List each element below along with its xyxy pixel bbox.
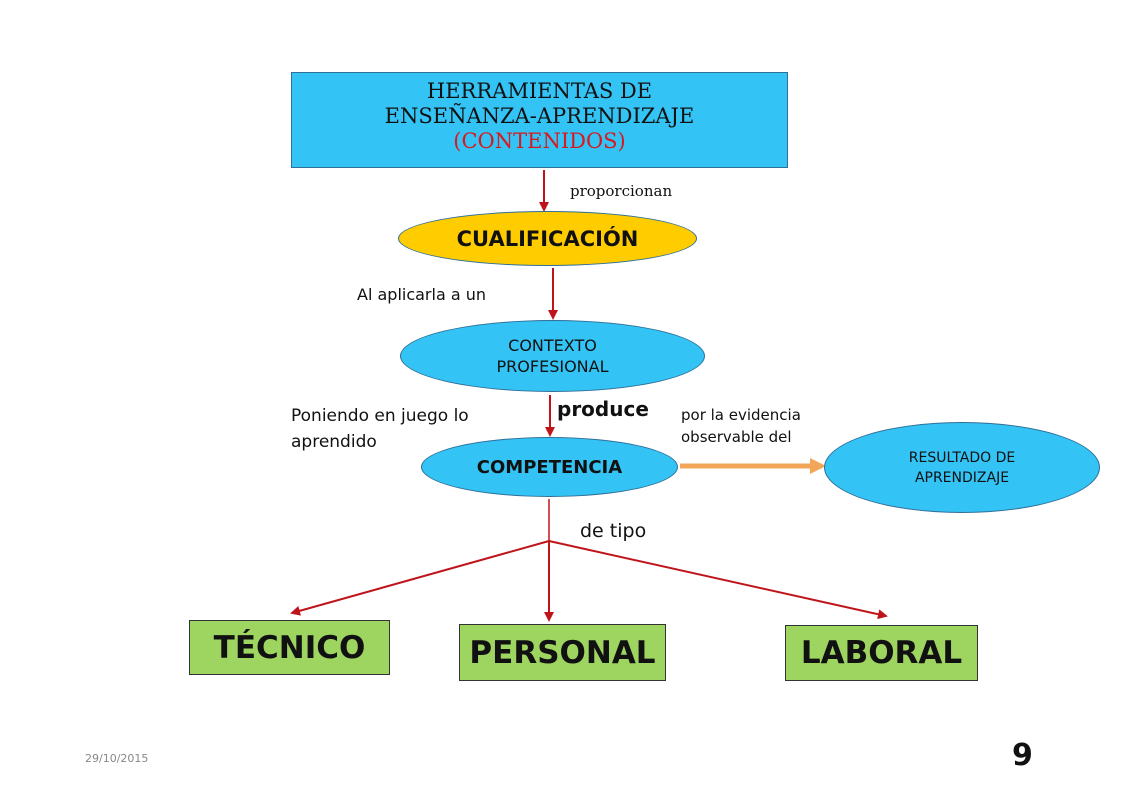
personal-label: PERSONAL xyxy=(469,634,656,671)
competencia-label: COMPETENCIA xyxy=(476,456,623,478)
herramientas-line3: (CONTENIDOS) xyxy=(453,129,626,153)
poniendo-line1: Poniendo en juego lo xyxy=(291,406,469,426)
edge-label-evidencia: por la evidencia observable del xyxy=(681,404,801,448)
node-contexto-profesional: CONTEXTO PROFESIONAL xyxy=(400,320,705,392)
contexto-line1: CONTEXTO xyxy=(508,336,597,355)
edge-label-poniendo: Poniendo en juego lo aprendido xyxy=(291,403,469,455)
edge-label-de-tipo: de tipo xyxy=(580,520,647,542)
node-laboral: LABORAL xyxy=(785,625,978,681)
cualificacion-label: CUALIFICACIÓN xyxy=(456,226,639,251)
node-personal: PERSONAL xyxy=(459,624,666,681)
arrow-branch-to-tecnico xyxy=(290,540,550,616)
laboral-label: LABORAL xyxy=(800,635,963,671)
edge-label-proporcionan: proporcionan xyxy=(570,182,673,200)
footer-date: 29/10/2015 xyxy=(85,752,149,765)
poniendo-line2: aprendido xyxy=(291,432,377,452)
node-tecnico: TÉCNICO xyxy=(189,620,390,675)
page-number: 9 xyxy=(1012,738,1033,773)
herramientas-line1: HERRAMIENTAS DE xyxy=(426,79,653,103)
evidencia-line2: observable del xyxy=(681,428,792,446)
resultado-line1: RESULTADO DE xyxy=(908,449,1016,466)
tecnico-label: TÉCNICO xyxy=(213,629,366,666)
node-competencia: COMPETENCIA xyxy=(421,437,678,497)
evidencia-line1: por la evidencia xyxy=(681,406,801,424)
node-herramientas: HERRAMIENTAS DE ENSEÑANZA-APRENDIZAJE (C… xyxy=(291,72,788,168)
node-resultado-aprendizaje: RESULTADO DE APRENDIZAJE xyxy=(824,422,1100,513)
edge-label-al-aplicarla: Al aplicarla a un xyxy=(357,285,487,304)
herramientas-line2: ENSEÑANZA-APRENDIZAJE xyxy=(384,104,695,128)
resultado-line2: APRENDIZAJE xyxy=(914,469,1010,486)
arrow-branch-to-laboral xyxy=(548,540,888,620)
node-cualificacion: CUALIFICACIÓN xyxy=(398,211,697,266)
contexto-line2: PROFESIONAL xyxy=(496,357,609,376)
edge-label-produce: produce xyxy=(557,397,649,421)
